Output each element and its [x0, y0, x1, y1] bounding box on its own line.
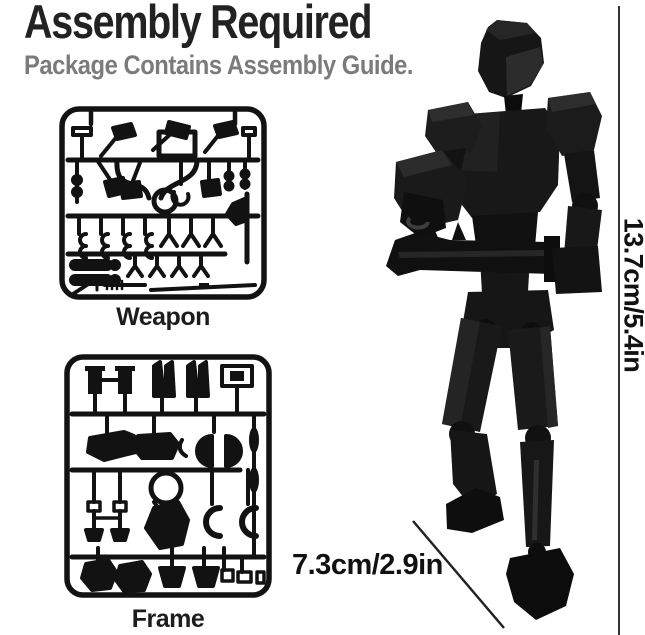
frame-sprue	[62, 352, 274, 600]
frame-sprue-label: Frame	[131, 605, 205, 633]
weapon-sprue	[57, 104, 269, 302]
frame-sprue-illustration	[64, 354, 272, 598]
weapon-sprue-illustration	[59, 106, 267, 300]
height-dimension-label: 13.7cm/5.4in	[618, 217, 645, 373]
width-dimension-label: 7.3cm/2.9in	[292, 549, 443, 581]
width-measure-line	[412, 520, 505, 629]
height-measure-line	[618, 6, 620, 635]
page-subtitle: Package Contains Assembly Guide.	[24, 50, 414, 80]
weapon-sprue-label: Weapon	[116, 303, 210, 331]
page-title: Assembly Required	[24, 0, 372, 48]
